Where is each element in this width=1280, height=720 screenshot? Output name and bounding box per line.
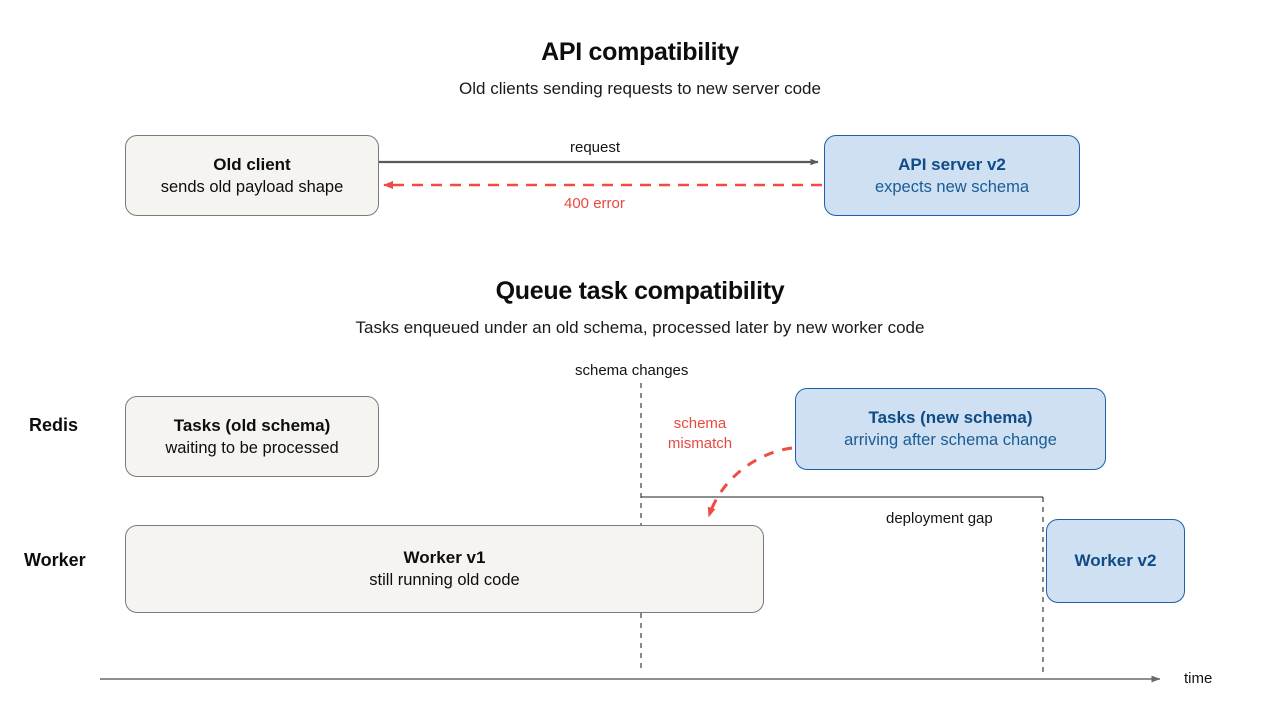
queue-section-title: Queue task compatibility: [495, 277, 785, 305]
node-api-server-title: API server v2: [898, 154, 1006, 174]
time-axis-label: time: [1184, 670, 1213, 687]
node-old-client-subtitle: sends old payload shape: [160, 177, 344, 196]
schema-mismatch-arrow: [707, 446, 793, 518]
lane-label-redis: Redis: [29, 415, 79, 435]
node-old-client-title: Old client: [213, 154, 291, 174]
node-tasks-new-subtitle: arriving after schema change: [844, 431, 1057, 449]
schema-mismatch-label-line1: schema: [673, 415, 727, 432]
deployment-gap-label: deployment gap: [886, 510, 993, 527]
node-api-server-v2[interactable]: API server v2 expects new schema: [824, 135, 1080, 216]
queue-section-subtitle: Tasks enqueued under an old schema, proc…: [355, 318, 925, 337]
node-tasks-old-title: Tasks (old schema): [173, 415, 331, 435]
node-worker-v1-subtitle: still running old code: [369, 571, 520, 589]
node-tasks-old-schema[interactable]: Tasks (old schema) waiting to be process…: [125, 396, 379, 477]
node-old-client[interactable]: Old client sends old payload shape: [125, 135, 379, 216]
node-worker-v1[interactable]: Worker v1 still running old code: [125, 525, 764, 613]
schema-changes-label: schema changes: [575, 362, 689, 379]
node-worker-v2[interactable]: Worker v2: [1046, 519, 1185, 603]
api-section-title: API compatibility: [541, 38, 739, 66]
error-400-label: 400 error: [564, 195, 625, 212]
lane-label-worker: Worker: [24, 550, 86, 570]
node-worker-v1-title: Worker v1: [403, 548, 486, 567]
api-section-subtitle: Old clients sending requests to new serv…: [459, 79, 821, 98]
request-label: request: [570, 139, 621, 156]
node-api-server-subtitle: expects new schema: [874, 177, 1030, 196]
schema-mismatch-label: schema mismatch: [657, 414, 743, 454]
node-tasks-new-title: Tasks (new schema): [868, 408, 1033, 427]
node-worker-v2-title: Worker v2: [1074, 551, 1157, 570]
node-tasks-new-schema[interactable]: Tasks (new schema) arriving after schema…: [795, 388, 1106, 470]
node-tasks-old-subtitle: waiting to be processed: [165, 438, 339, 457]
schema-mismatch-label-line2: mismatch: [667, 435, 733, 452]
